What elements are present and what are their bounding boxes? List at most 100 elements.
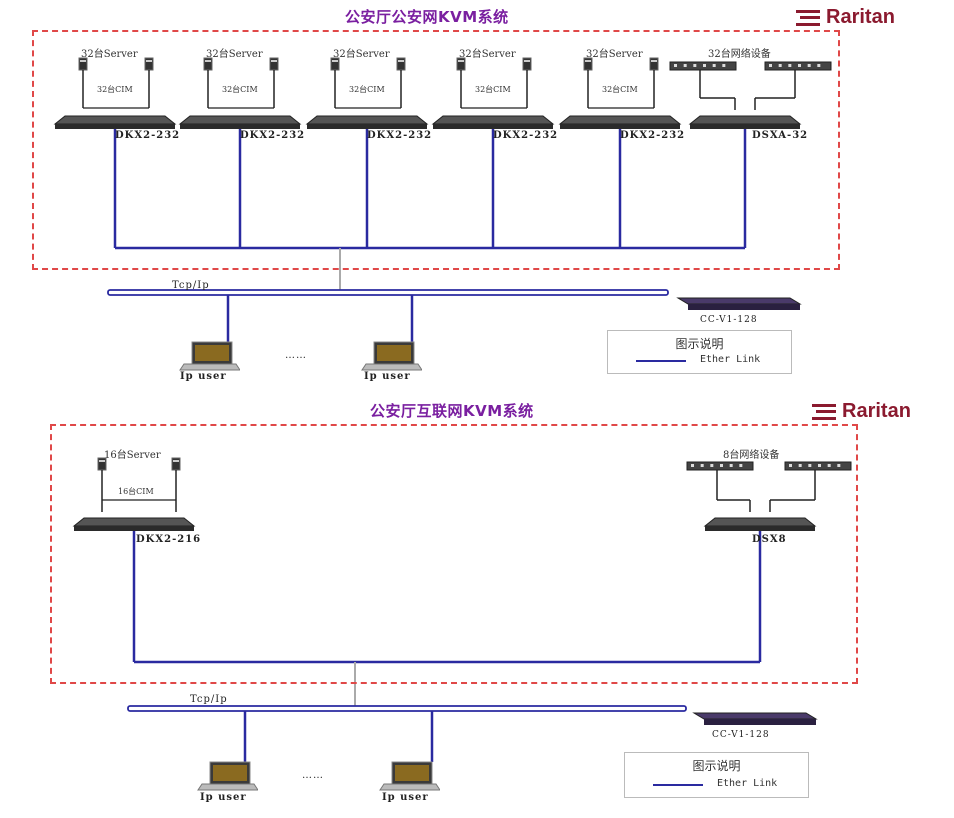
server-icon-slot: [458, 60, 464, 62]
raritan-logo-icon: [812, 403, 836, 420]
top-netdev-label: 32台网络设备: [708, 49, 771, 60]
bottom-switch-label: DKX2-216: [136, 534, 202, 545]
tcp-ip-bus: [127, 705, 687, 712]
network-device-icon-port: [674, 64, 677, 67]
server-icon-slot: [146, 60, 152, 62]
kvm-switch-icon: [53, 115, 177, 125]
network-device-icon-port: [827, 464, 831, 467]
top-servers-label: 32台Server: [586, 49, 643, 60]
bottom-servers-label: 16台Server: [104, 450, 161, 461]
top-zone-boundary: [32, 30, 840, 270]
server-icon-slot: [173, 460, 179, 462]
network-device-icon-port: [817, 64, 821, 67]
kvm-switch-icon-base: [560, 124, 680, 129]
bottom-brand-text: Raritan: [842, 400, 911, 422]
bottom-user-laptop-1: [196, 760, 259, 792]
network-switch-icon-base: [705, 526, 815, 531]
top-legend-item: Ether Link: [700, 354, 761, 365]
bottom-brand-logo: Raritan: [812, 400, 911, 423]
network-device-icon-port: [722, 64, 726, 67]
top-user-laptop-2: [360, 340, 423, 372]
network-device-icon-port: [808, 464, 812, 467]
server-icon: [522, 57, 532, 71]
bottom-bus-label: Tcp/Ip: [190, 694, 228, 705]
top-servers-label: 32台Server: [81, 49, 138, 60]
network-device-icon-port: [778, 64, 782, 67]
top-title: 公安厅公安网KVM系统: [345, 8, 509, 26]
network-switch-icon-base: [690, 124, 800, 129]
laptop-icon: [379, 761, 441, 791]
network-device-icon-port: [729, 464, 733, 467]
laptop-icon: [197, 761, 259, 791]
cc-appliance-icon: [692, 712, 818, 720]
top-switch-label: DKX2-232: [115, 130, 181, 141]
bottom-cc-label: CC-V1-128: [712, 730, 770, 740]
top-servers-label: 32台Server: [333, 49, 390, 60]
server-icon-slot: [271, 60, 277, 62]
network-device-icon-port: [703, 64, 706, 67]
server-icon: [396, 57, 406, 71]
network-device-icon-port: [683, 64, 687, 67]
top-switch-label: DKX2-232: [620, 130, 686, 141]
network-device-icon-port: [818, 464, 821, 467]
cc-appliance-icon: [676, 297, 802, 305]
bottom-title: 公安厅互联网KVM系统: [370, 402, 534, 420]
network-switch-icon: [688, 115, 802, 125]
top-cable-label: 32台CIM: [222, 85, 258, 94]
server-icon: [269, 57, 279, 71]
bottom-cable-label: 16台CIM: [118, 487, 154, 496]
top-user-laptop-1: [178, 340, 241, 372]
bottom-netswitch-label: DSX8: [752, 534, 787, 545]
bottom-legend: 图示说明 Ether Link: [624, 752, 809, 798]
network-device-icon-port: [798, 64, 801, 67]
top-servers-label: 32台Server: [459, 49, 516, 60]
network-device-icon-port: [693, 64, 697, 67]
top-netswitch-label: DSXA-32: [752, 130, 809, 141]
top-legend: 图示说明 Ether Link: [607, 330, 792, 374]
server-icon-slot: [651, 60, 657, 62]
server-icon: [649, 57, 659, 71]
kvm-switch-icon-base: [307, 124, 427, 129]
top-cable-label: 32台CIM: [349, 85, 385, 94]
server-icon-slot: [99, 460, 105, 462]
top-legend-line: [636, 360, 686, 362]
laptop-icon: [361, 341, 423, 371]
bottom-user-label-1: Ip user: [200, 792, 247, 803]
top-switch-label: DKX2-232: [240, 130, 306, 141]
kvm-switch-icon: [178, 115, 302, 125]
server-icon: [144, 57, 154, 71]
top-cable-label: 32台CIM: [602, 85, 638, 94]
kvm-switch-icon-base: [180, 124, 300, 129]
bottom-legend-line: [653, 784, 703, 786]
bottom-netdev-label: 8台网络设备: [723, 450, 780, 461]
server-icon-slot: [80, 60, 86, 62]
network-device-icon-port: [807, 64, 811, 67]
server-icon-slot: [398, 60, 404, 62]
network-device-icon-port: [691, 464, 694, 467]
bottom-users-ellipsis: ……: [302, 770, 324, 781]
network-device-icon-port: [798, 464, 802, 467]
laptop-icon: [179, 341, 241, 371]
bottom-user-laptop-2: [378, 760, 441, 792]
top-user-label-1: Ip user: [180, 371, 227, 382]
top-brand-logo: Raritan: [796, 6, 895, 29]
network-device-icon-port: [789, 464, 792, 467]
server-icon-slot: [585, 60, 591, 62]
top-switch-label: DKX2-232: [493, 130, 559, 141]
network-device-icon-port: [700, 464, 704, 467]
cc-appliance-base: [688, 304, 800, 310]
network-device-icon-port: [788, 64, 792, 67]
top-users-ellipsis: ……: [285, 350, 307, 361]
top-brand-text: Raritan: [826, 6, 895, 28]
network-device-icon-port: [837, 464, 841, 467]
bottom-legend-title: 图示说明: [692, 759, 741, 773]
network-device-icon-port: [712, 64, 716, 67]
server-icon-slot: [524, 60, 530, 62]
top-cable-label: 32台CIM: [97, 85, 133, 94]
server-icon-slot: [332, 60, 338, 62]
top-legend-title: 图示说明: [675, 337, 724, 351]
top-cable-label: 32台CIM: [475, 85, 511, 94]
top-cc-label: CC-V1-128: [700, 315, 758, 325]
raritan-logo-icon: [796, 9, 820, 26]
